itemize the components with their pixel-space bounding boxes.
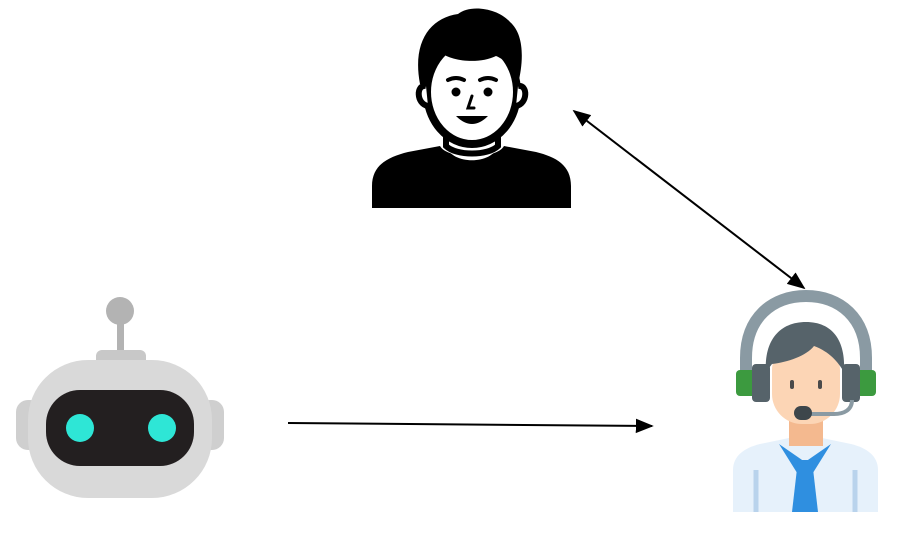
- bot-agent-connector: [287, 418, 654, 434]
- robot-icon: [16, 297, 224, 498]
- person-icon: [372, 8, 571, 208]
- support-agent-icon: [733, 289, 878, 512]
- user-agent-connector: [572, 109, 806, 290]
